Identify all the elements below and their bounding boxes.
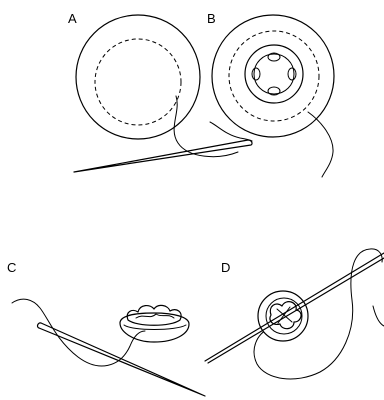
panel-a: A (68, 11, 252, 172)
panel-b-label: B (207, 11, 216, 26)
panel-c: C (7, 260, 205, 396)
panel-b-thread-left (210, 122, 252, 141)
panel-d-label: D (221, 260, 230, 275)
panel-b: B (207, 11, 334, 177)
panel-a-dashed-circle (95, 39, 181, 125)
panel-c-needle (38, 323, 205, 396)
panel-d-thread-right (373, 306, 384, 326)
panel-b-buttonhole-right (288, 68, 296, 80)
panel-b-thread-tail (308, 112, 333, 177)
panel-b-buttonhole-left (252, 68, 260, 80)
panel-c-fabric-fold (136, 314, 174, 318)
panel-c-label: C (7, 260, 16, 275)
panel-a-label: A (68, 11, 77, 26)
panel-d: D (205, 249, 384, 379)
panel-a-fabric-circle (76, 15, 200, 139)
